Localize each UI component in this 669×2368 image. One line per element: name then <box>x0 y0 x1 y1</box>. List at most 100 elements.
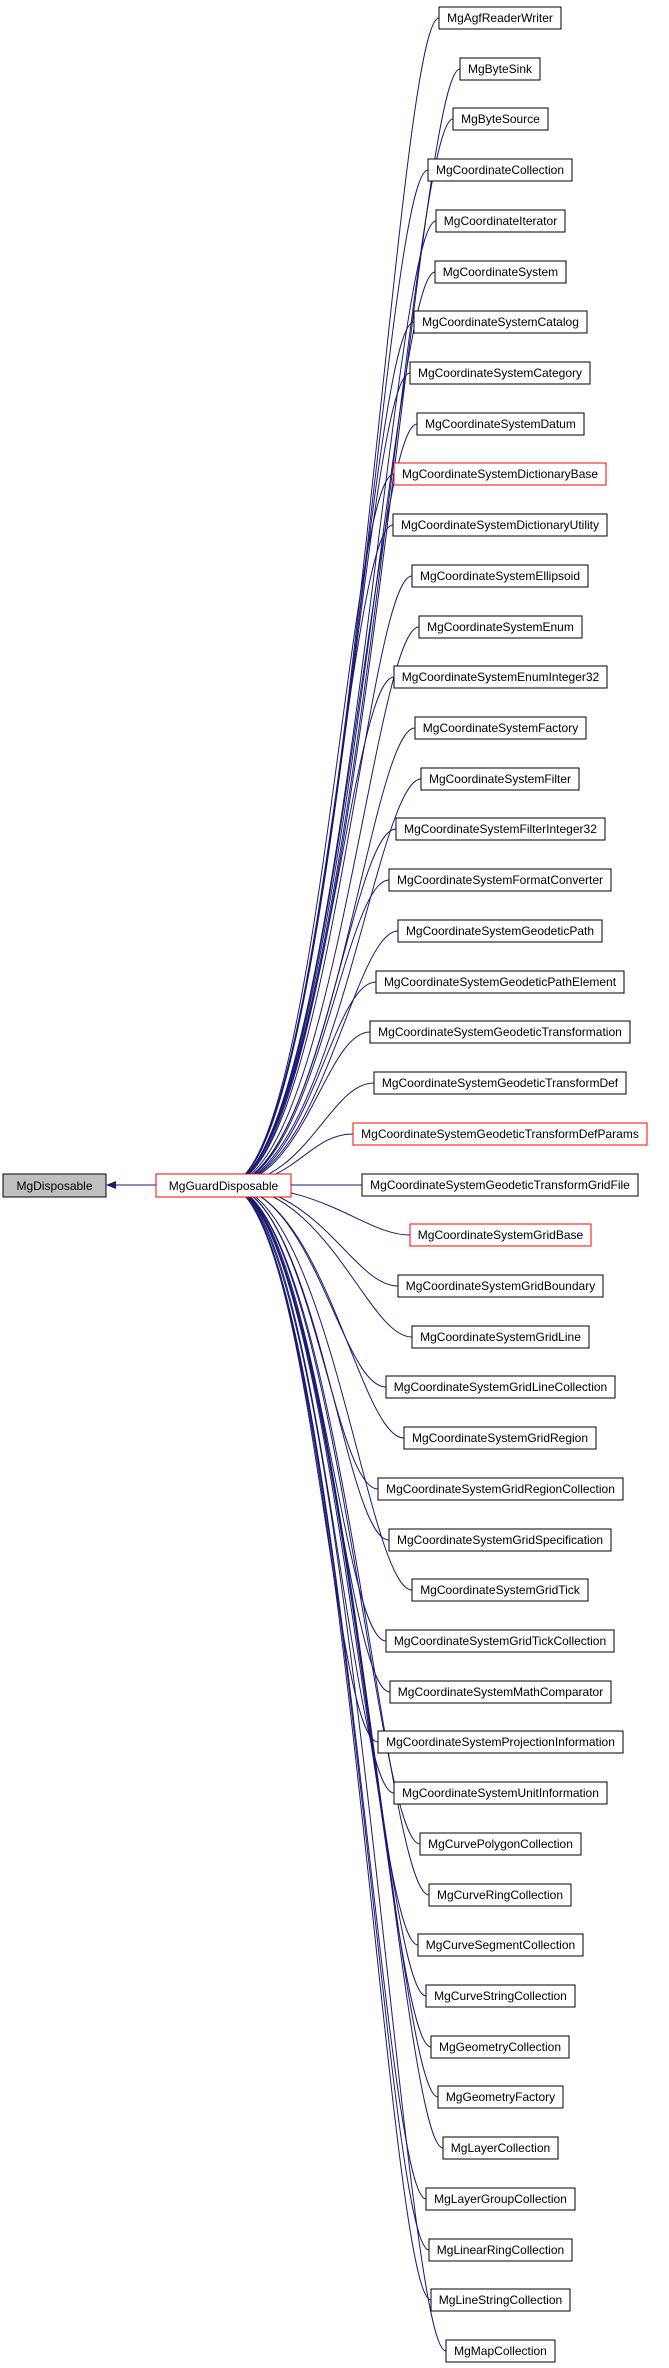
node-mg-coordinate-system-factory-label: MgCoordinateSystemFactory <box>423 721 578 735</box>
node-mg-coordinate-system-dictionary-base-box <box>393 462 607 486</box>
node-mg-byte-sink[interactable]: MgByteSink <box>459 57 541 81</box>
node-mg-coordinate-system-grid-region-collection[interactable]: MgCoordinateSystemGridRegionCollection <box>377 1477 624 1501</box>
node-mg-coordinate-system-format-converter[interactable]: MgCoordinateSystemFormatConverter <box>388 868 612 892</box>
node-mg-geometry-factory-box <box>437 2085 564 2109</box>
node-mg-coordinate-system-filter-integer32-label: MgCoordinateSystemFilterInteger32 <box>404 822 597 836</box>
node-mg-coordinate-system-projection-information[interactable]: MgCoordinateSystemProjectionInformation <box>377 1730 624 1754</box>
node-mg-coordinate-system-grid-tick-collection[interactable]: MgCoordinateSystemGridTickCollection <box>385 1629 615 1653</box>
node-mg-coordinate-system-dictionary-base-label: MgCoordinateSystemDictionaryBase <box>402 467 598 481</box>
node-mg-curve-string-collection-label: MgCurveStringCollection <box>434 1989 567 2003</box>
edge-mg-coordinate-system-grid-tick <box>225 1181 413 1591</box>
node-mg-coordinate-system-grid-tick-box <box>411 1578 589 1602</box>
node-mg-coordinate-system-grid-specification-label: MgCoordinateSystemGridSpecification <box>397 1533 603 1547</box>
node-mg-curve-polygon-collection[interactable]: MgCurvePolygonCollection <box>419 1832 582 1856</box>
node-mg-coordinate-system-grid-boundary[interactable]: MgCoordinateSystemGridBoundary <box>397 1274 604 1298</box>
node-mg-coordinate-system-grid-line-collection[interactable]: MgCoordinateSystemGridLineCollection <box>385 1375 616 1399</box>
node-mg-layer-collection-label: MgLayerCollection <box>451 2141 550 2155</box>
node-mg-coordinate-system-grid-base-box <box>409 1223 592 1247</box>
node-mg-coordinate-system[interactable]: MgCoordinateSystem <box>434 260 567 284</box>
node-mg-coordinate-system-datum-label: MgCoordinateSystemDatum <box>425 417 576 431</box>
node-mg-coordinate-iterator[interactable]: MgCoordinateIterator <box>435 209 566 233</box>
node-mg-coordinate-system-grid-line-collection-box <box>385 1375 616 1399</box>
node-mg-map-collection-label: MgMapCollection <box>454 2344 547 2358</box>
node-mg-coordinate-system-geodetic-transformation[interactable]: MgCoordinateSystemGeodeticTransformation <box>369 1020 631 1044</box>
node-mg-coordinate-system-factory-box <box>414 716 587 740</box>
edge-mg-coordinate-system <box>225 271 436 1189</box>
edge-mg-geometry-collection <box>225 1181 432 2048</box>
node-mg-coordinate-system-geodetic-transform-def-box <box>373 1071 627 1095</box>
node-mg-coordinate-system-grid-base-label: MgCoordinateSystemGridBase <box>418 1228 584 1242</box>
node-mg-coordinate-system-geodetic-path[interactable]: MgCoordinateSystemGeodeticPath <box>397 919 603 943</box>
node-mg-coordinate-iterator-box <box>435 209 566 233</box>
node-mg-line-string-collection[interactable]: MgLineStringCollection <box>430 2288 571 2312</box>
node-mg-layer-group-collection-box <box>425 2187 576 2211</box>
node-mg-agf-reader-writer-box <box>438 6 562 30</box>
node-mg-coordinate-system-filter[interactable]: MgCoordinateSystemFilter <box>420 767 580 791</box>
node-mg-coordinate-system-geodetic-transformation-box <box>369 1020 631 1044</box>
node-mg-coordinate-collection-label: MgCoordinateCollection <box>436 163 564 177</box>
edge-mg-coordinate-system-geodetic-path <box>225 930 399 1189</box>
node-mg-coordinate-collection-box <box>427 158 573 182</box>
node-mg-coordinate-system-grid-boundary-box <box>397 1274 604 1298</box>
node-mg-linear-ring-collection[interactable]: MgLinearRingCollection <box>428 2238 573 2262</box>
node-mg-coordinate-system-grid-base[interactable]: MgCoordinateSystemGridBase <box>409 1223 592 1247</box>
node-mg-coordinate-system-geodetic-transform-def[interactable]: MgCoordinateSystemGeodeticTransformDef <box>373 1071 627 1095</box>
node-mg-coordinate-system-dictionary-utility[interactable]: MgCoordinateSystemDictionaryUtility <box>392 513 608 537</box>
node-mg-byte-source[interactable]: MgByteSource <box>452 107 549 131</box>
node-mg-agf-reader-writer[interactable]: MgAgfReaderWriter <box>438 6 562 30</box>
node-mg-coordinate-system-datum[interactable]: MgCoordinateSystemDatum <box>416 412 585 436</box>
node-mg-coordinate-system-enum-integer32[interactable]: MgCoordinateSystemEnumInteger32 <box>393 665 608 689</box>
node-mg-disposable[interactable]: MgDisposable <box>2 1173 107 1198</box>
node-mg-coordinate-system-factory[interactable]: MgCoordinateSystemFactory <box>414 716 587 740</box>
node-mg-layer-collection[interactable]: MgLayerCollection <box>442 2136 559 2160</box>
node-mg-coordinate-system-label: MgCoordinateSystem <box>443 265 558 279</box>
node-mg-byte-source-label: MgByteSource <box>461 112 540 126</box>
node-mg-coordinate-system-unit-information-box <box>393 1781 608 1805</box>
edge-mg-coordinate-system-format-converter <box>225 879 390 1189</box>
node-mg-byte-source-box <box>452 107 549 131</box>
node-mg-map-collection[interactable]: MgMapCollection <box>445 2339 556 2363</box>
node-mg-coordinate-system-grid-region-collection-label: MgCoordinateSystemGridRegionCollection <box>386 1482 615 1496</box>
node-mg-coordinate-system-grid-region-collection-box <box>377 1477 624 1501</box>
node-mg-coordinate-system-enum[interactable]: MgCoordinateSystemEnum <box>418 615 583 639</box>
node-mg-layer-group-collection[interactable]: MgLayerGroupCollection <box>425 2187 576 2211</box>
node-mg-coordinate-collection[interactable]: MgCoordinateCollection <box>427 158 573 182</box>
node-mg-coordinate-system-catalog[interactable]: MgCoordinateSystemCatalog <box>413 310 588 334</box>
node-mg-coordinate-system-filter-integer32[interactable]: MgCoordinateSystemFilterInteger32 <box>395 817 606 841</box>
node-mg-coordinate-system-grid-tick[interactable]: MgCoordinateSystemGridTick <box>411 1578 589 1602</box>
node-mg-coordinate-system-grid-line[interactable]: MgCoordinateSystemGridLine <box>411 1325 590 1349</box>
node-mg-geometry-collection[interactable]: MgGeometryCollection <box>430 2035 570 2059</box>
node-mg-layer-group-collection-label: MgLayerGroupCollection <box>434 2192 567 2206</box>
node-mg-coordinate-system-dictionary-base[interactable]: MgCoordinateSystemDictionaryBase <box>393 462 607 486</box>
node-mg-coordinate-system-filter-label: MgCoordinateSystemFilter <box>429 772 571 786</box>
node-mg-guard-disposable[interactable]: MgGuardDisposable <box>155 1173 292 1198</box>
node-mg-coordinate-system-math-comparator[interactable]: MgCoordinateSystemMathComparator <box>389 1680 612 1704</box>
node-mg-geometry-factory-label: MgGeometryFactory <box>446 2090 555 2104</box>
node-mg-curve-ring-collection[interactable]: MgCurveRingCollection <box>428 1883 572 1907</box>
node-mg-coordinate-system-category[interactable]: MgCoordinateSystemCategory <box>409 361 591 385</box>
edge-mg-coordinate-system-enum <box>225 626 420 1189</box>
node-mg-coordinate-system-grid-boundary-label: MgCoordinateSystemGridBoundary <box>406 1279 595 1293</box>
edge-mg-coordinate-system-grid-region <box>225 1181 405 1439</box>
node-mg-coordinate-system-box <box>434 260 567 284</box>
node-mg-coordinate-system-category-label: MgCoordinateSystemCategory <box>418 366 582 380</box>
node-mg-geometry-factory[interactable]: MgGeometryFactory <box>437 2085 564 2109</box>
node-mg-coordinate-system-grid-specification[interactable]: MgCoordinateSystemGridSpecification <box>388 1528 612 1552</box>
node-mg-curve-string-collection[interactable]: MgCurveStringCollection <box>425 1984 576 2008</box>
node-mg-curve-segment-collection[interactable]: MgCurveSegmentCollection <box>417 1933 584 1957</box>
edge-mg-coordinate-system-filter-integer32 <box>225 828 397 1189</box>
node-mg-coordinate-system-unit-information[interactable]: MgCoordinateSystemUnitInformation <box>393 1781 608 1805</box>
node-mg-disposable-label: MgDisposable <box>16 1179 92 1193</box>
node-mg-line-string-collection-label: MgLineStringCollection <box>439 2293 562 2307</box>
node-mg-coordinate-system-geodetic-transform-def-params[interactable]: MgCoordinateSystemGeodeticTransformDefPa… <box>352 1122 648 1146</box>
node-mg-coordinate-system-grid-line-label: MgCoordinateSystemGridLine <box>420 1330 581 1344</box>
node-mg-coordinate-system-geodetic-path-element[interactable]: MgCoordinateSystemGeodeticPathElement <box>375 970 625 994</box>
node-mg-coordinate-system-ellipsoid[interactable]: MgCoordinateSystemEllipsoid <box>411 564 589 588</box>
edge-mg-curve-segment-collection <box>225 1181 419 1946</box>
node-mg-geometry-collection-box <box>430 2035 570 2059</box>
node-mg-coordinate-system-grid-line-collection-label: MgCoordinateSystemGridLineCollection <box>394 1380 607 1394</box>
node-mg-coordinate-system-grid-region[interactable]: MgCoordinateSystemGridRegion <box>403 1426 597 1450</box>
node-mg-coordinate-system-geodetic-transform-grid-file[interactable]: MgCoordinateSystemGeodeticTransformGridF… <box>361 1173 639 1197</box>
edge-mg-curve-string-collection <box>225 1181 427 1997</box>
node-mg-coordinate-system-geodetic-transform-def-params-box <box>352 1122 648 1146</box>
